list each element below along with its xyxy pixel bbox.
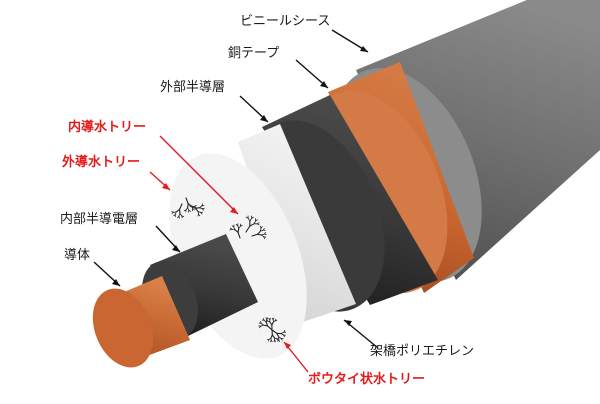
label-copper-tape: 銅テープ — [228, 46, 279, 62]
label-bowtie-water-tree: ボウタイ状水トリー — [308, 372, 425, 388]
label-vinyl-sheath: ビニールシース — [240, 14, 330, 30]
label-xlpe: 架橋ポリエチレン — [370, 344, 474, 360]
label-inner-semiconductive: 内部半導電層 — [60, 212, 138, 228]
label-inner-water-tree: 内導水トリー — [68, 120, 146, 136]
label-outer-semiconductive: 外部半導層 — [160, 80, 225, 96]
arrowhead-vinyl-sheath — [360, 46, 368, 52]
label-conductor: 導体 — [64, 248, 90, 264]
label-outer-water-tree: 外導水トリー — [62, 155, 140, 171]
